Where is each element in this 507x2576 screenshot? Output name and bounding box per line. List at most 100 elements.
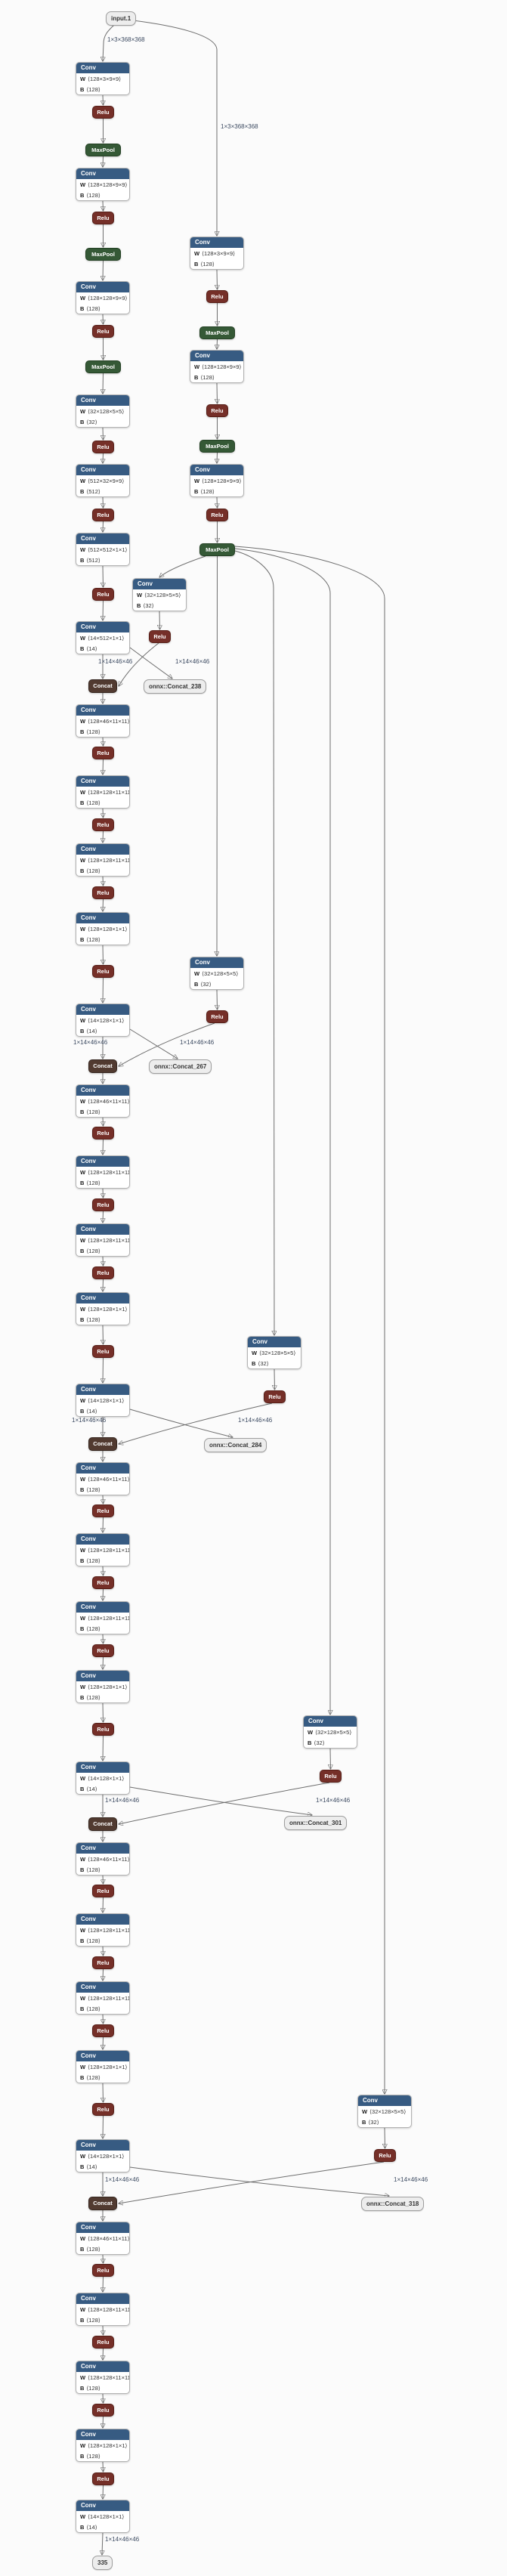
conv-node-title: Conv: [76, 1982, 129, 1993]
io-node-o3[interactable]: onnx::Concat_284: [204, 1438, 267, 1452]
io-node-o1[interactable]: onnx::Concat_238: [144, 679, 207, 694]
relu-node-r5[interactable]: Relu: [92, 509, 114, 521]
maxpool-node-m3[interactable]: MaxPool: [85, 360, 121, 373]
relu-node-r2[interactable]: Relu: [92, 212, 114, 224]
io-node-o6[interactable]: 335: [92, 2556, 113, 2570]
relu-node-s4br[interactable]: Relu: [92, 1576, 114, 1589]
relu-node-s2dr[interactable]: Relu: [92, 965, 114, 978]
conv-node-title: Conv: [76, 776, 129, 787]
relu-node-s6br[interactable]: Relu: [92, 2336, 114, 2349]
concat-node-j2[interactable]: Concat: [88, 1059, 117, 1073]
relu-node-f5r[interactable]: Relu: [374, 2149, 396, 2162]
relu-node-r6[interactable]: Relu: [92, 588, 114, 601]
relu-node-f2r[interactable]: Relu: [206, 1010, 228, 1023]
weight-key: W: [308, 1729, 314, 1736]
relu-node-r4[interactable]: Relu: [92, 441, 114, 453]
edge-c7-to-o1: [129, 647, 172, 679]
relu-node-rr3[interactable]: Relu: [206, 509, 228, 521]
relu-node-s2br[interactable]: Relu: [92, 818, 114, 831]
relu-node-f3r[interactable]: Relu: [264, 1390, 286, 1403]
weight-key: W: [80, 2442, 86, 2449]
relu-node-s5ar[interactable]: Relu: [92, 1885, 114, 1897]
edge-s2c-to-s2cr: [103, 876, 104, 886]
conv-node-title: Conv: [76, 1224, 129, 1235]
concat-node-j5[interactable]: Concat: [88, 2197, 117, 2210]
relu-node-f1r[interactable]: Relu: [149, 630, 171, 643]
weight-shape: ⟨128×128×9×9⟩: [202, 478, 242, 484]
maxpool-node-mr3[interactable]: MaxPool: [199, 543, 235, 556]
relu-node-s2ar[interactable]: Relu: [92, 747, 114, 759]
relu-node-s5dr[interactable]: Relu: [92, 2103, 114, 2116]
relu-node-r1[interactable]: Relu: [92, 106, 114, 119]
relu-node-s6ar[interactable]: Relu: [92, 2264, 114, 2277]
maxpool-node-m1[interactable]: MaxPool: [85, 144, 121, 156]
relu-node-s2cr[interactable]: Relu: [92, 886, 114, 899]
io-node-o2[interactable]: onnx::Concat_267: [149, 1059, 212, 1074]
concat-node-j1[interactable]: Concat: [88, 679, 117, 693]
io-node-o4[interactable]: onnx::Concat_301: [284, 1816, 348, 1830]
maxpool-node-mr1[interactable]: MaxPool: [199, 326, 235, 339]
io-node-input[interactable]: input.1: [106, 11, 137, 26]
relu-node-s3dr[interactable]: Relu: [92, 1345, 114, 1358]
relu-node-s4ar[interactable]: Relu: [92, 1504, 114, 1517]
concat-node-j4[interactable]: Concat: [88, 1817, 117, 1831]
relu-node-s6cr[interactable]: Relu: [92, 2404, 114, 2417]
relu-node-s6dr[interactable]: Relu: [92, 2472, 114, 2485]
relu-node-s5br[interactable]: Relu: [92, 1956, 114, 1969]
io-node-o5[interactable]: onnx::Concat_318: [361, 2197, 425, 2211]
relu-node-rr1[interactable]: Relu: [206, 290, 228, 303]
relu-node-s3br[interactable]: Relu: [92, 1198, 114, 1211]
relu-node-r3[interactable]: Relu: [92, 325, 114, 338]
maxpool-node-mr2[interactable]: MaxPool: [199, 440, 235, 453]
relu-node-s3cr[interactable]: Relu: [92, 1266, 114, 1279]
relu-node-f4r[interactable]: Relu: [320, 1770, 342, 1783]
concat-node-j3[interactable]: Concat: [88, 1437, 117, 1451]
maxpool-node-m2[interactable]: MaxPool: [85, 248, 121, 261]
relu-node-s4dr[interactable]: Relu: [92, 1723, 114, 1736]
relu-node-s4cr[interactable]: Relu: [92, 1644, 114, 1657]
relu-node-s5cr[interactable]: Relu: [92, 2024, 114, 2037]
relu-node-rr2[interactable]: Relu: [206, 404, 228, 417]
relu-node-s3ar[interactable]: Relu: [92, 1127, 114, 1140]
